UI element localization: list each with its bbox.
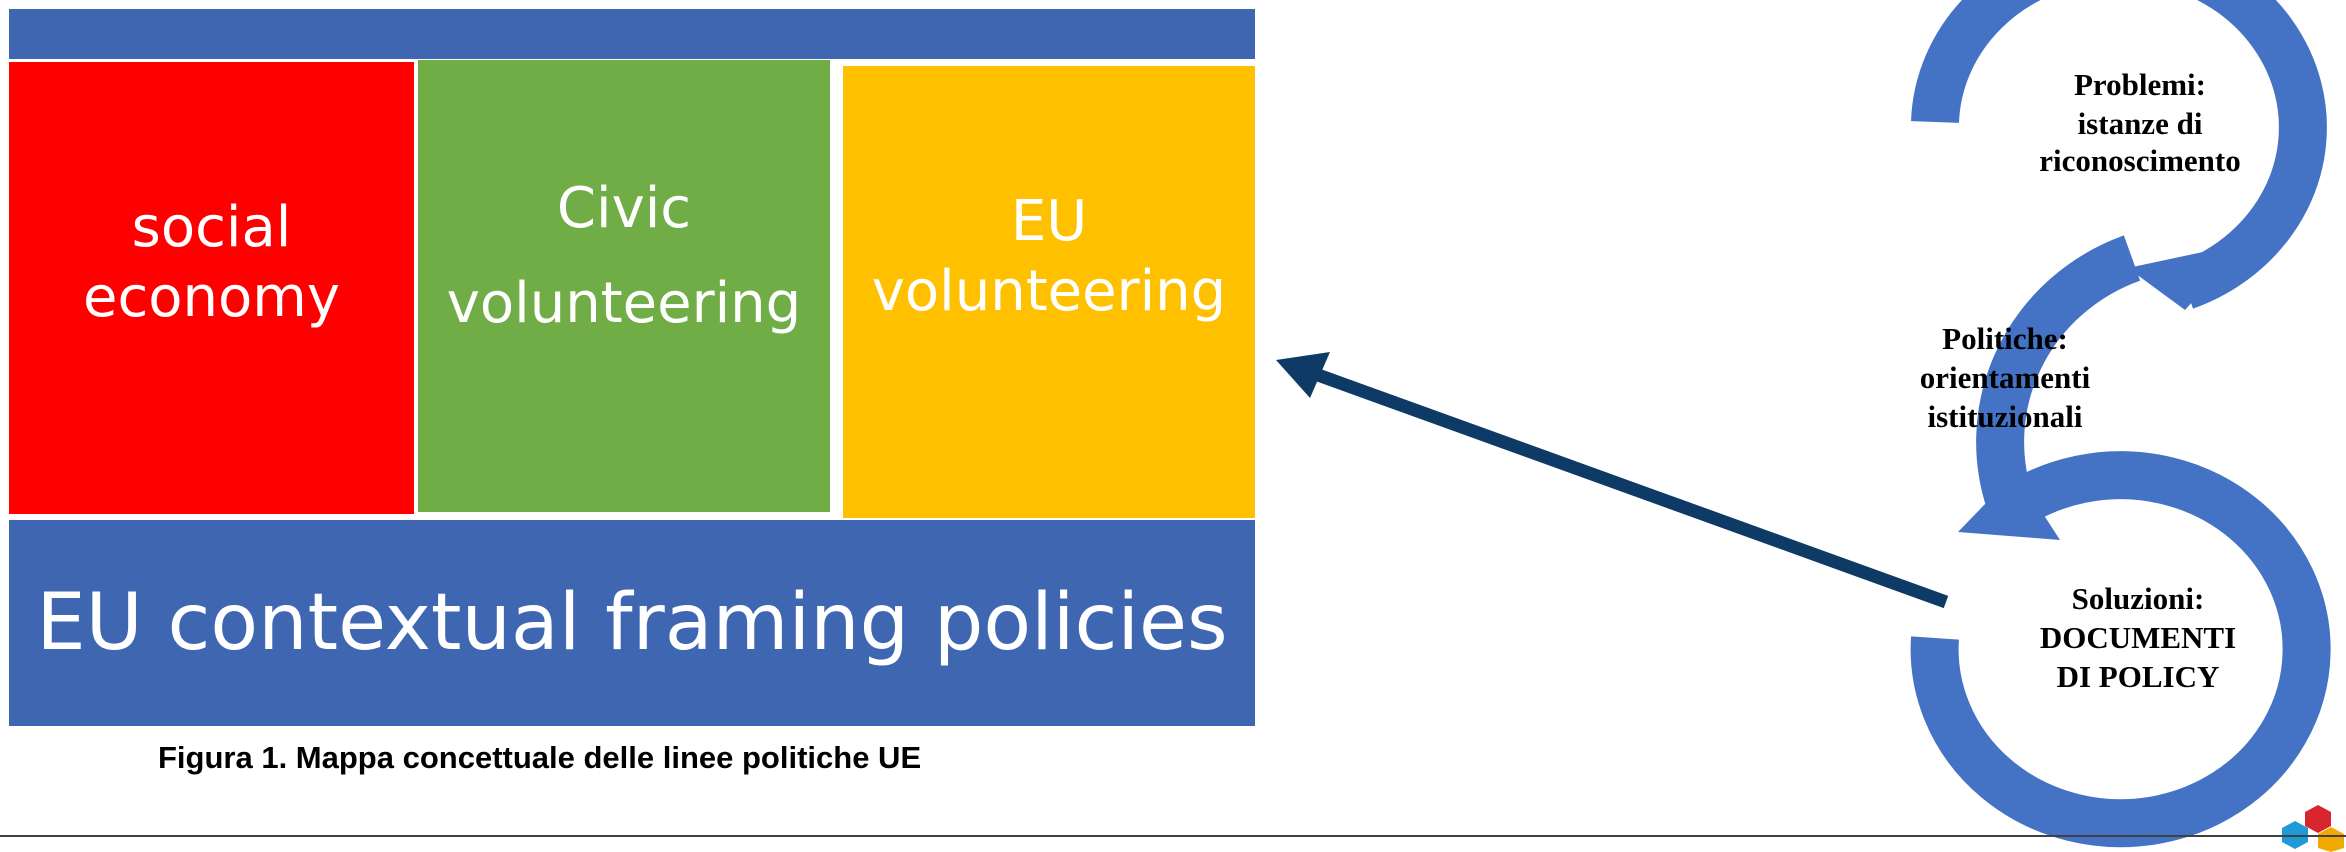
politiche-label-line2: orientamenti xyxy=(1920,360,2091,395)
framing-policies-box: EU contextual framing policies xyxy=(9,520,1255,726)
social-economy-box: social economy xyxy=(9,62,414,514)
civic-volunteering-box: Civic volunteering xyxy=(418,60,830,512)
problemi-label-line2: istanze di xyxy=(2078,106,2203,141)
framing-policies-label: EU contextual framing policies xyxy=(36,578,1228,668)
connector-arrow xyxy=(1276,352,1949,609)
eu-volunteering-box: EU volunteering xyxy=(843,66,1255,518)
soluzioni-label-line3: DI POLICY xyxy=(2057,659,2220,694)
politiche-label-line1: Politiche: xyxy=(1942,321,2068,356)
soluzioni-label-line2: DOCUMENTI xyxy=(2040,620,2236,655)
cycle-arc-soluzioni xyxy=(1910,451,2331,848)
problemi-label-line3: riconoscimento xyxy=(2039,143,2240,178)
eu-volunteering-label-line1: EU xyxy=(1010,189,1088,254)
figure-caption: Figura 1. Mappa concettuale delle linee … xyxy=(158,740,922,775)
corner-logo xyxy=(2282,805,2344,852)
top-banner xyxy=(9,9,1255,59)
cycle-arc-problemi xyxy=(1911,0,2327,310)
eu-volunteering-label-line2: volunteering xyxy=(871,259,1227,324)
social-economy-label-line1: social xyxy=(131,195,292,260)
footer-divider xyxy=(0,835,2346,837)
politiche-label-line3: istituzionali xyxy=(1927,399,2082,434)
problemi-label-line1: Problemi: xyxy=(2074,67,2206,102)
social-economy-label-line2: economy xyxy=(83,265,340,330)
soluzioni-label-line1: Soluzioni: xyxy=(2072,581,2205,616)
civic-volunteering-label-line1: Civic xyxy=(556,176,692,241)
civic-volunteering-label-line2: volunteering xyxy=(446,271,802,336)
